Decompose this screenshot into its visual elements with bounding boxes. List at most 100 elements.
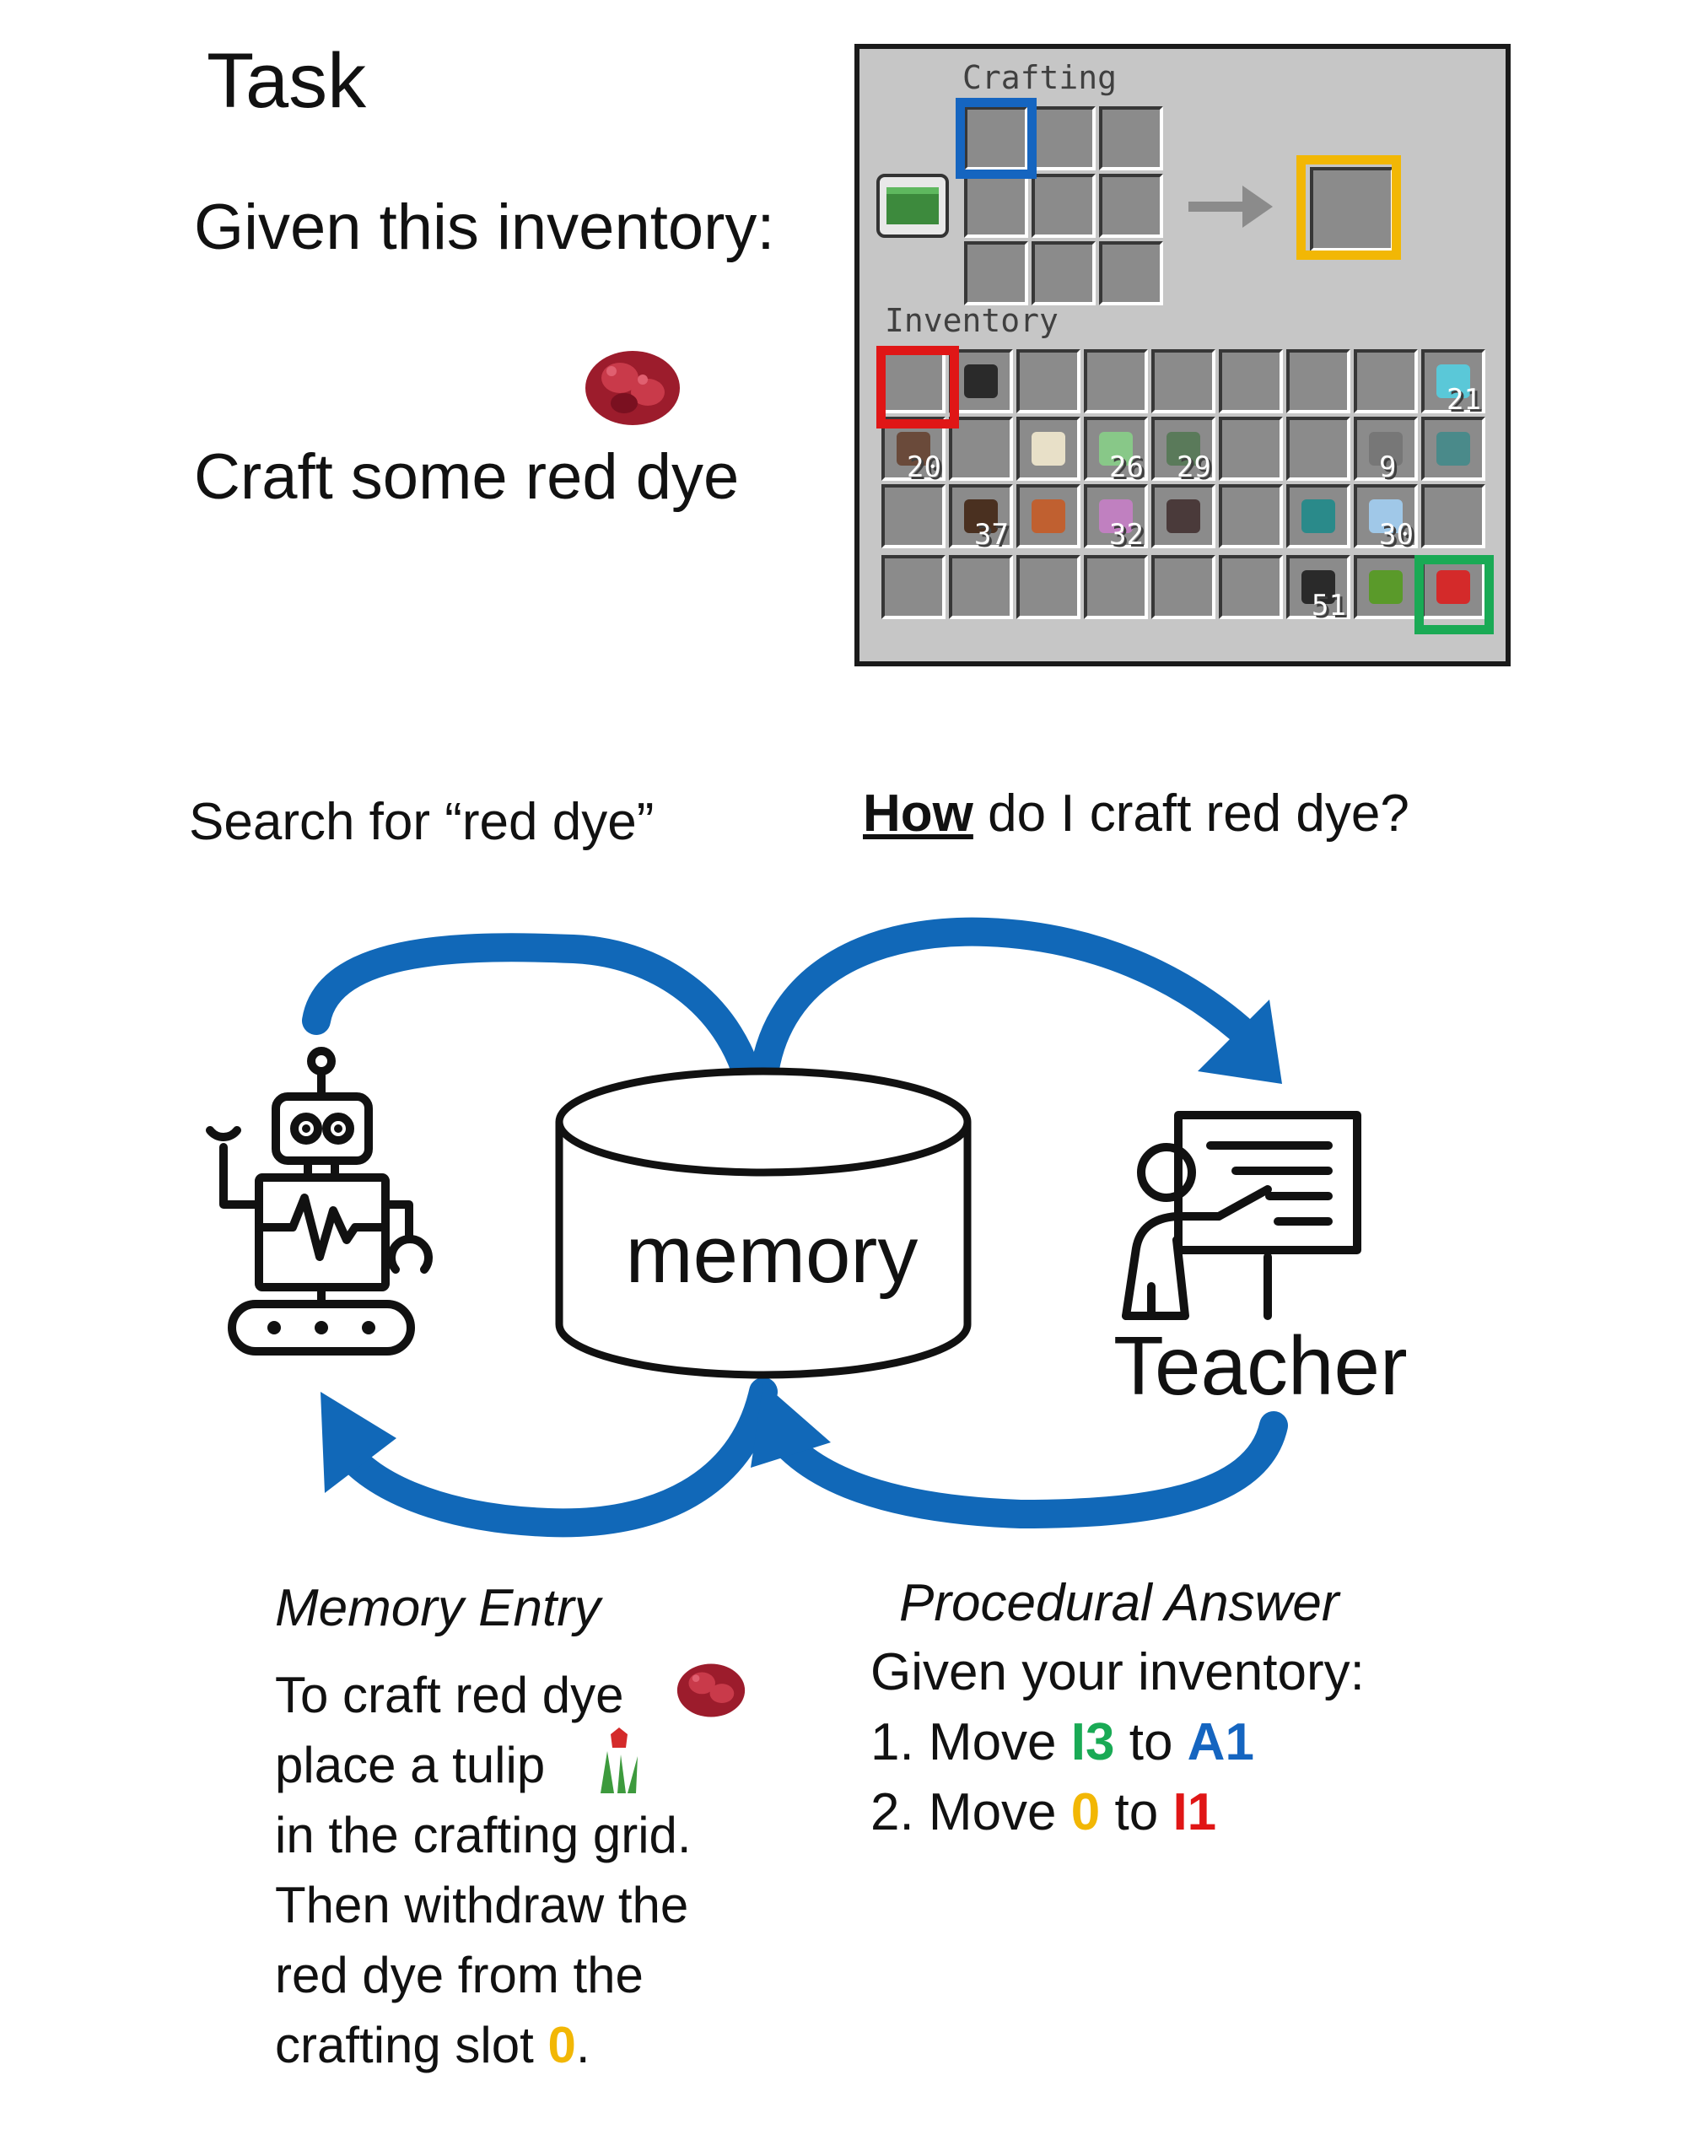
inventory-item-icon xyxy=(1369,570,1403,604)
inventory-item-icon xyxy=(1032,499,1065,533)
inventory-slot-r2-c3[interactable] xyxy=(1016,417,1080,481)
memory-entry-line-5: red dye from the xyxy=(275,1947,644,2003)
inventory-slot-r4-c2[interactable] xyxy=(949,555,1013,619)
inventory-slot-r3-c5[interactable] xyxy=(1151,484,1215,548)
inventory-slot-r1-c8[interactable] xyxy=(1354,349,1418,413)
task-title: Task xyxy=(207,38,367,124)
crafting-arrow-icon xyxy=(1188,186,1273,228)
inventory-label: Inventory xyxy=(885,302,1059,339)
inventory-slot-r1-c9[interactable] xyxy=(1421,349,1485,413)
crafting-slot-C1[interactable] xyxy=(964,241,1028,305)
item-count: 37 xyxy=(974,518,1009,552)
tulip-small-icon xyxy=(601,1727,638,1793)
arrow-head-to-teacher xyxy=(1198,1000,1282,1084)
step1-dest: A1 xyxy=(1187,1713,1254,1771)
inventory-slot-r2-c9[interactable] xyxy=(1421,417,1485,481)
procedural-step-2: 2. Move 0 to I1 xyxy=(870,1783,1217,1841)
inventory-slot-r3-c6[interactable] xyxy=(1219,484,1283,548)
memory-entry-line-4: Then withdraw the xyxy=(275,1877,689,1933)
how-question-rest: do I craft red dye? xyxy=(973,784,1409,843)
highlight-I3-tulip xyxy=(1414,555,1494,634)
inventory-slot-r3-c2[interactable] xyxy=(949,484,1013,548)
crafting-slot-A3[interactable] xyxy=(1099,106,1163,170)
inventory-item-icon xyxy=(1436,570,1470,604)
inventory-slot-r4-c7[interactable] xyxy=(1286,555,1350,619)
inventory-item-icon xyxy=(1301,570,1335,604)
how-word: How xyxy=(863,784,973,843)
item-count: 30 xyxy=(1379,518,1414,552)
inventory-item-icon xyxy=(897,432,930,466)
inventory-slot-r3-c9[interactable] xyxy=(1421,484,1485,548)
step2-dest: I1 xyxy=(1172,1783,1217,1841)
inventory-item-icon xyxy=(1032,432,1065,466)
inventory-slot-r4-c5[interactable] xyxy=(1151,555,1215,619)
inventory-item-icon xyxy=(1099,432,1133,466)
inventory-slot-r3-c7[interactable] xyxy=(1286,484,1350,548)
given-inventory-text: Given this inventory: xyxy=(194,191,775,263)
inventory-item-icon xyxy=(1167,499,1200,533)
memory-entry-line-2: place a tulip xyxy=(275,1737,546,1793)
inventory-slot-r4-c8[interactable] xyxy=(1354,555,1418,619)
memory-entry-body: To craft red dye place a tulip in the cr… xyxy=(275,1660,692,2080)
inventory-slot-r3-c1[interactable] xyxy=(881,484,946,548)
inventory-slot-r2-c2[interactable] xyxy=(949,417,1013,481)
inventory-slot-r4-c9[interactable] xyxy=(1421,555,1485,619)
crafting-slot-A2[interactable] xyxy=(1032,106,1096,170)
item-count: 21 xyxy=(1447,383,1481,417)
highlight-I1 xyxy=(876,346,959,429)
inventory-slot-r2-c6[interactable] xyxy=(1219,417,1283,481)
slot-0-ref: 0 xyxy=(547,2017,576,2073)
inventory-slot-r2-c7[interactable] xyxy=(1286,417,1350,481)
inventory-slot-r1-c4[interactable] xyxy=(1084,349,1148,413)
inventory-item-icon xyxy=(964,364,998,398)
inventory-slot-r4-c1[interactable] xyxy=(881,555,946,619)
procedural-intro: Given your inventory: xyxy=(870,1643,1365,1701)
crafting-slot-A1[interactable] xyxy=(964,106,1028,170)
procedural-answer-title: Procedural Answer xyxy=(899,1574,1339,1632)
item-count: 9 xyxy=(1379,450,1397,484)
inventory-item-icon xyxy=(1369,432,1403,466)
red-dye-icon xyxy=(585,351,680,425)
item-count: 51 xyxy=(1312,589,1346,623)
inventory-slot-r3-c8[interactable] xyxy=(1354,484,1418,548)
crafting-slot-B2[interactable] xyxy=(1032,174,1096,238)
memory-label: memory xyxy=(625,1210,919,1300)
inventory-slot-r1-c3[interactable] xyxy=(1016,349,1080,413)
inventory-item-icon xyxy=(1436,364,1470,398)
crafting-slot-C3[interactable] xyxy=(1099,241,1163,305)
teacher-label: Teacher xyxy=(1113,1319,1408,1412)
memory-entry-line-6: crafting slot 0. xyxy=(275,2017,590,2073)
inventory-item-icon xyxy=(1301,499,1335,533)
inventory-slot-r4-c4[interactable] xyxy=(1084,555,1148,619)
output-slot-0[interactable] xyxy=(1310,167,1394,251)
search-query-text: Search for “red dye” xyxy=(189,793,655,851)
inventory-slot-r4-c6[interactable] xyxy=(1219,555,1283,619)
inventory-slot-r1-c6[interactable] xyxy=(1219,349,1283,413)
inventory-slot-r1-c7[interactable] xyxy=(1286,349,1350,413)
crafting-slot-C2[interactable] xyxy=(1032,241,1096,305)
step1-source: I3 xyxy=(1070,1713,1115,1771)
red-dye-small-icon xyxy=(676,1663,746,1717)
memory-entry-line-3: in the crafting grid. xyxy=(275,1807,692,1863)
crafting-slot-B3[interactable] xyxy=(1099,174,1163,238)
item-count: 26 xyxy=(1109,450,1144,484)
step2-source: 0 xyxy=(1070,1783,1101,1841)
inventory-slot-r3-c3[interactable] xyxy=(1016,484,1080,548)
item-count: 32 xyxy=(1109,518,1144,552)
inventory-item-icon xyxy=(1167,432,1200,466)
recipe-book-icon[interactable] xyxy=(876,174,949,238)
inventory-slot-r2-c8[interactable] xyxy=(1354,417,1418,481)
inventory-slot-r4-c3[interactable] xyxy=(1016,555,1080,619)
item-count: 29 xyxy=(1177,450,1211,484)
robot-icon xyxy=(206,1047,433,1356)
inventory-slot-r1-c2[interactable] xyxy=(949,349,1013,413)
inventory-slot-r1-c5[interactable] xyxy=(1151,349,1215,413)
inventory-slot-r2-c4[interactable] xyxy=(1084,417,1148,481)
crafting-label: Crafting xyxy=(962,59,1118,96)
inventory-slot-r2-c5[interactable] xyxy=(1151,417,1215,481)
procedural-step-1: 1. Move I3 to A1 xyxy=(870,1713,1254,1771)
inventory-slot-r3-c4[interactable] xyxy=(1084,484,1148,548)
memory-entry-line-1: To craft red dye xyxy=(275,1667,624,1723)
memory-database-icon xyxy=(555,1067,972,1379)
